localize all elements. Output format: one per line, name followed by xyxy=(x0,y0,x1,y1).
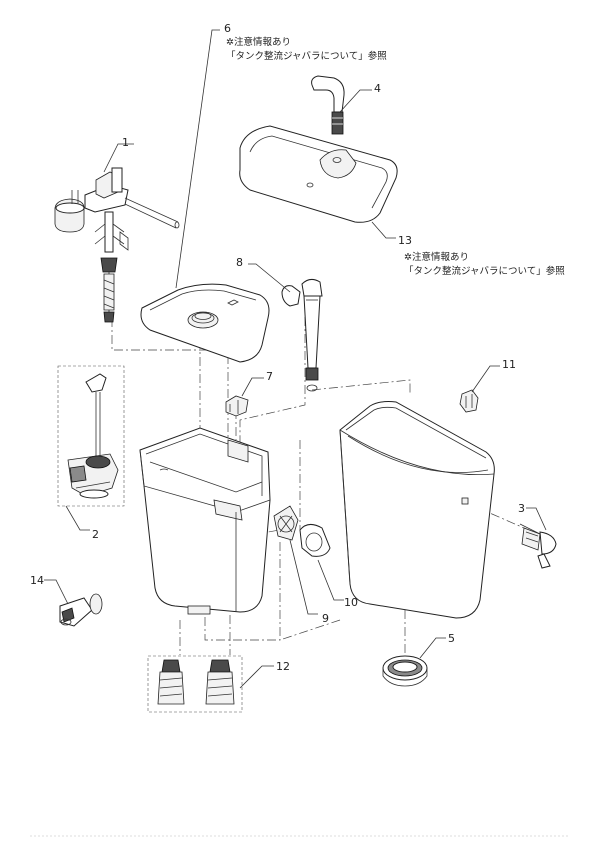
outer-tank-cover xyxy=(339,401,495,619)
stop-valve xyxy=(59,593,103,627)
tank-feet xyxy=(147,655,243,713)
callout-14: 14 xyxy=(30,574,44,587)
note-part6-line2: 「タンク整流ジャバラについて」参照 xyxy=(226,50,387,62)
note-part6-line1: ✲注意情報あり xyxy=(226,36,291,48)
leader-lines xyxy=(44,29,547,689)
caution-notes: ✲注意情報あり 「タンク整流ジャバラについて」参照 ✲注意情報あり 「タンク整流… xyxy=(226,36,565,277)
overflow-pipe xyxy=(281,278,323,392)
callout-labels: 1 2 3 4 5 6 7 8 9 10 11 12 13 14 xyxy=(30,22,525,673)
ring-gasket xyxy=(382,655,428,687)
callout-12: 12 xyxy=(276,660,290,673)
callout-13: 13 xyxy=(398,234,412,247)
gaskets xyxy=(273,505,331,557)
callout-2: 2 xyxy=(92,528,99,541)
callout-3: 3 xyxy=(518,502,525,515)
callout-6: 6 xyxy=(224,22,231,35)
callout-1: 1 xyxy=(122,136,129,149)
inner-tank xyxy=(139,427,271,615)
callout-4: 4 xyxy=(374,82,381,95)
callout-5: 5 xyxy=(448,632,455,645)
lever-handle xyxy=(519,523,557,569)
callout-11: 11 xyxy=(502,358,516,371)
clip-part xyxy=(225,395,249,417)
callout-7: 7 xyxy=(266,370,273,383)
tank-inner-lid xyxy=(140,283,270,363)
flush-valve-assembly xyxy=(57,365,125,507)
note-part13-line1: ✲注意情報あり xyxy=(404,251,469,263)
callout-9: 9 xyxy=(322,612,329,625)
callout-10: 10 xyxy=(344,596,358,609)
hook-part xyxy=(459,389,479,413)
note-part13-line2: 「タンク整流ジャバラについて」参照 xyxy=(404,265,565,277)
spout-faucet xyxy=(311,75,345,135)
fill-valve-assembly xyxy=(54,167,180,323)
tank-lid xyxy=(239,125,398,223)
callout-8: 8 xyxy=(236,256,243,269)
